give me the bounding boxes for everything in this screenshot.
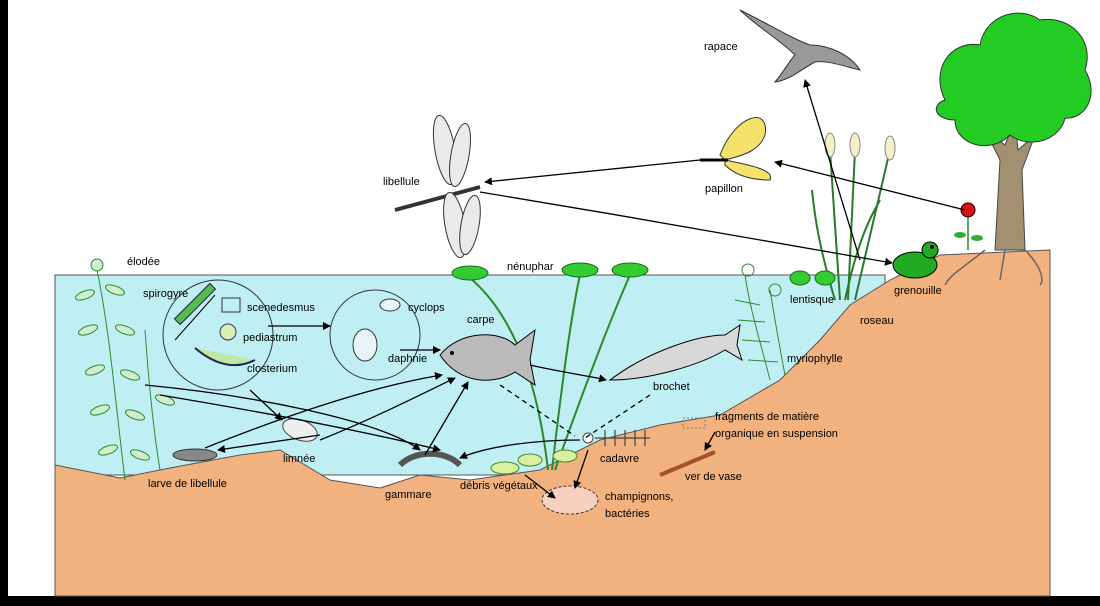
label-carpe: carpe xyxy=(467,314,495,326)
fish-carcass xyxy=(582,430,650,446)
label-pediastrum: pediastrum xyxy=(243,332,297,344)
nenuphar-plant xyxy=(451,262,649,471)
reeds xyxy=(811,149,891,301)
dragonfly xyxy=(394,114,481,259)
flower xyxy=(954,202,983,250)
label-champignons: champignons, xyxy=(605,491,674,503)
tree xyxy=(935,12,1092,286)
label-fragments-line1: fragments de matière xyxy=(715,411,819,423)
label-ver-de-vase: ver de vase xyxy=(685,471,742,483)
label-myriophylle: myriophylle xyxy=(787,353,843,365)
label-cyclops: cyclops xyxy=(408,302,445,314)
soil-bank xyxy=(54,249,1051,597)
label-fragments-line2: organique en suspension xyxy=(715,428,838,440)
label-larve-de-libellule: larve de libellule xyxy=(148,478,227,490)
label-lentisque: lentisque xyxy=(790,294,834,306)
label-brochet: brochet xyxy=(653,381,690,393)
phytoplankton-circle xyxy=(162,279,274,391)
label-roseau: roseau xyxy=(860,315,894,327)
label-daphnie: daphnie xyxy=(388,353,427,365)
label-libellule: libellule xyxy=(383,176,420,188)
label-cadavre: cadavre xyxy=(600,453,639,465)
lentisque-leaves xyxy=(789,270,836,286)
frog xyxy=(892,241,939,279)
raptor xyxy=(739,9,862,83)
food-web-arrows xyxy=(144,79,966,499)
sludge-worm xyxy=(659,450,716,477)
label-papillon: papillon xyxy=(705,183,743,195)
species-labels: rapace libellule papillon élodée nénupha… xyxy=(127,41,942,520)
label-elodee: élodée xyxy=(127,256,160,268)
plant-debris xyxy=(490,449,578,475)
label-nenuphar: nénuphar xyxy=(507,261,554,273)
label-limnee: limnée xyxy=(283,453,315,465)
zooplankton-circle xyxy=(329,289,421,381)
phytoplankton xyxy=(173,282,256,367)
zooplankton xyxy=(352,298,401,362)
label-grenouille: grenouille xyxy=(894,285,942,297)
dragonfly-larva xyxy=(172,448,218,462)
myriophylle-plant xyxy=(734,263,786,381)
label-bacteries: bactéries xyxy=(605,508,650,520)
label-debris-vegetaux: débris végétaux xyxy=(460,480,538,492)
butterfly xyxy=(700,117,772,181)
label-closterium: closterium xyxy=(247,363,297,375)
label-scenedesmus: scenedesmus xyxy=(247,302,315,314)
label-rapace: rapace xyxy=(704,41,738,53)
carp xyxy=(439,328,536,387)
decomposers-circle xyxy=(541,485,599,515)
label-gammare: gammare xyxy=(385,489,431,501)
gammarus xyxy=(397,450,463,468)
label-spirogyre: spirogyre xyxy=(143,288,188,300)
elodee-plant xyxy=(75,258,175,481)
pike xyxy=(608,323,743,381)
reed-plumes xyxy=(824,132,896,161)
